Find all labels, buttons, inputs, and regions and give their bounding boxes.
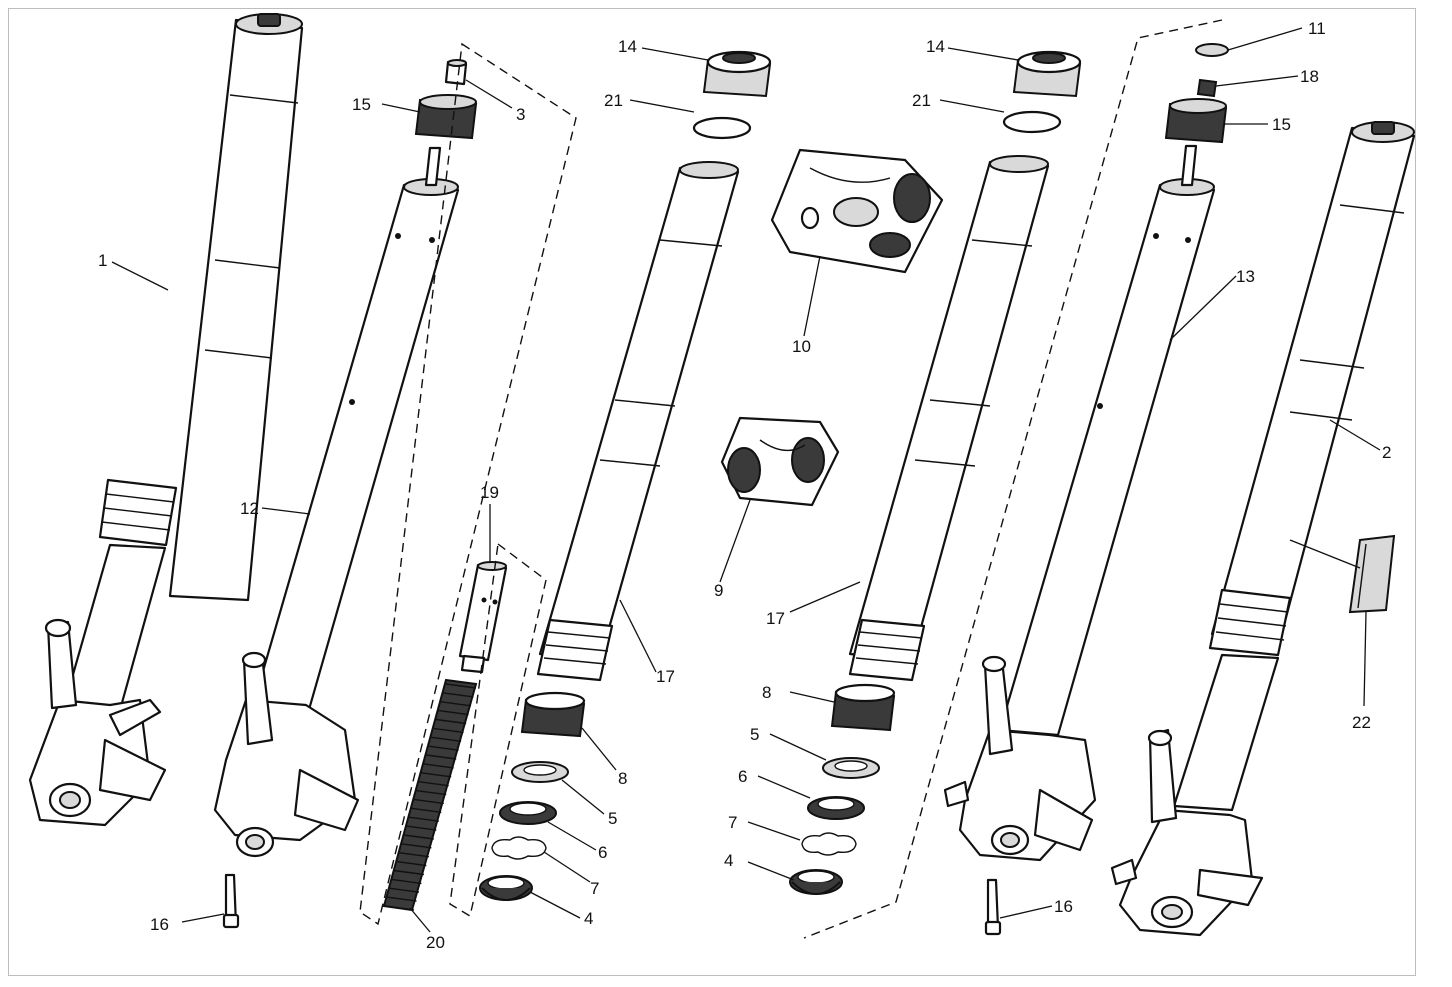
- cap-14-left: [702, 50, 772, 98]
- label-19: 19: [480, 483, 499, 502]
- outer-tube-17-right: [848, 155, 1050, 682]
- label-16: 16: [1054, 897, 1073, 916]
- label-14: 14: [926, 37, 945, 56]
- label-15: 15: [352, 95, 371, 114]
- label-7: 7: [728, 813, 737, 832]
- label-12: 12: [240, 499, 259, 518]
- label-17: 17: [766, 609, 785, 628]
- top-nut-15-left: [414, 94, 478, 140]
- label-22: 22: [1352, 713, 1371, 732]
- kit-9: [720, 416, 840, 507]
- dust-seal-4-left: [479, 875, 533, 901]
- label-20: 20: [426, 933, 445, 952]
- label-3: 3: [516, 105, 525, 124]
- label-6: 6: [598, 843, 607, 862]
- seal-6-left: [499, 801, 557, 825]
- sticker-22: [1348, 534, 1396, 614]
- fork-cartridge-13: [943, 144, 1216, 936]
- label-6: 6: [738, 767, 747, 786]
- label-2: 2: [1382, 443, 1391, 462]
- circlip-7-left: [491, 836, 547, 860]
- label-21: 21: [912, 91, 931, 110]
- label-5: 5: [750, 725, 759, 744]
- outer-tube-17-left: [536, 161, 740, 682]
- dust-seal-4-right: [789, 869, 843, 895]
- washer-11: [1195, 43, 1229, 57]
- label-8: 8: [618, 769, 627, 788]
- washer-5-right: [822, 757, 880, 779]
- seal-6-right: [807, 796, 865, 820]
- label-16: 16: [150, 915, 169, 934]
- washer-5-left: [511, 761, 569, 783]
- oring-21-left: [692, 116, 752, 140]
- kit-10: [770, 148, 944, 274]
- group-outline-spring: [449, 542, 547, 918]
- label-4: 4: [584, 909, 593, 928]
- nut-18: [1196, 78, 1218, 98]
- label-11: 11: [1308, 19, 1326, 38]
- fork-cartridge-12: [213, 146, 460, 929]
- label-9: 9: [714, 581, 723, 600]
- pumping-element-19: [458, 561, 508, 674]
- label-1: 1: [98, 251, 107, 270]
- label-21: 21: [604, 91, 623, 110]
- circlip-7-right: [801, 832, 857, 856]
- locknut-3: [444, 59, 468, 86]
- label-4: 4: [724, 851, 733, 870]
- label-18: 18: [1300, 67, 1319, 86]
- label-8: 8: [762, 683, 771, 702]
- bush-8-left: [520, 691, 586, 738]
- label-7: 7: [590, 879, 599, 898]
- bush-8-right: [830, 683, 896, 732]
- label-14: 14: [618, 37, 637, 56]
- callout-labels: 1 2 3 4 4 5 5 6 6 7 7 8 8 9 10 11 12 13 …: [98, 19, 1391, 952]
- label-10: 10: [792, 337, 811, 356]
- label-15: 15: [1272, 115, 1291, 134]
- oring-21-right: [1002, 110, 1062, 134]
- group-outline-left: [359, 42, 577, 926]
- top-nut-15-right: [1164, 98, 1228, 144]
- fork-leg-left: [28, 13, 304, 827]
- label-5: 5: [608, 809, 617, 828]
- label-13: 13: [1236, 267, 1255, 286]
- leader-lines: [111, 27, 1381, 933]
- label-17: 17: [656, 667, 675, 686]
- cap-14-right: [1012, 50, 1082, 98]
- fork-leg-right: [1110, 121, 1416, 937]
